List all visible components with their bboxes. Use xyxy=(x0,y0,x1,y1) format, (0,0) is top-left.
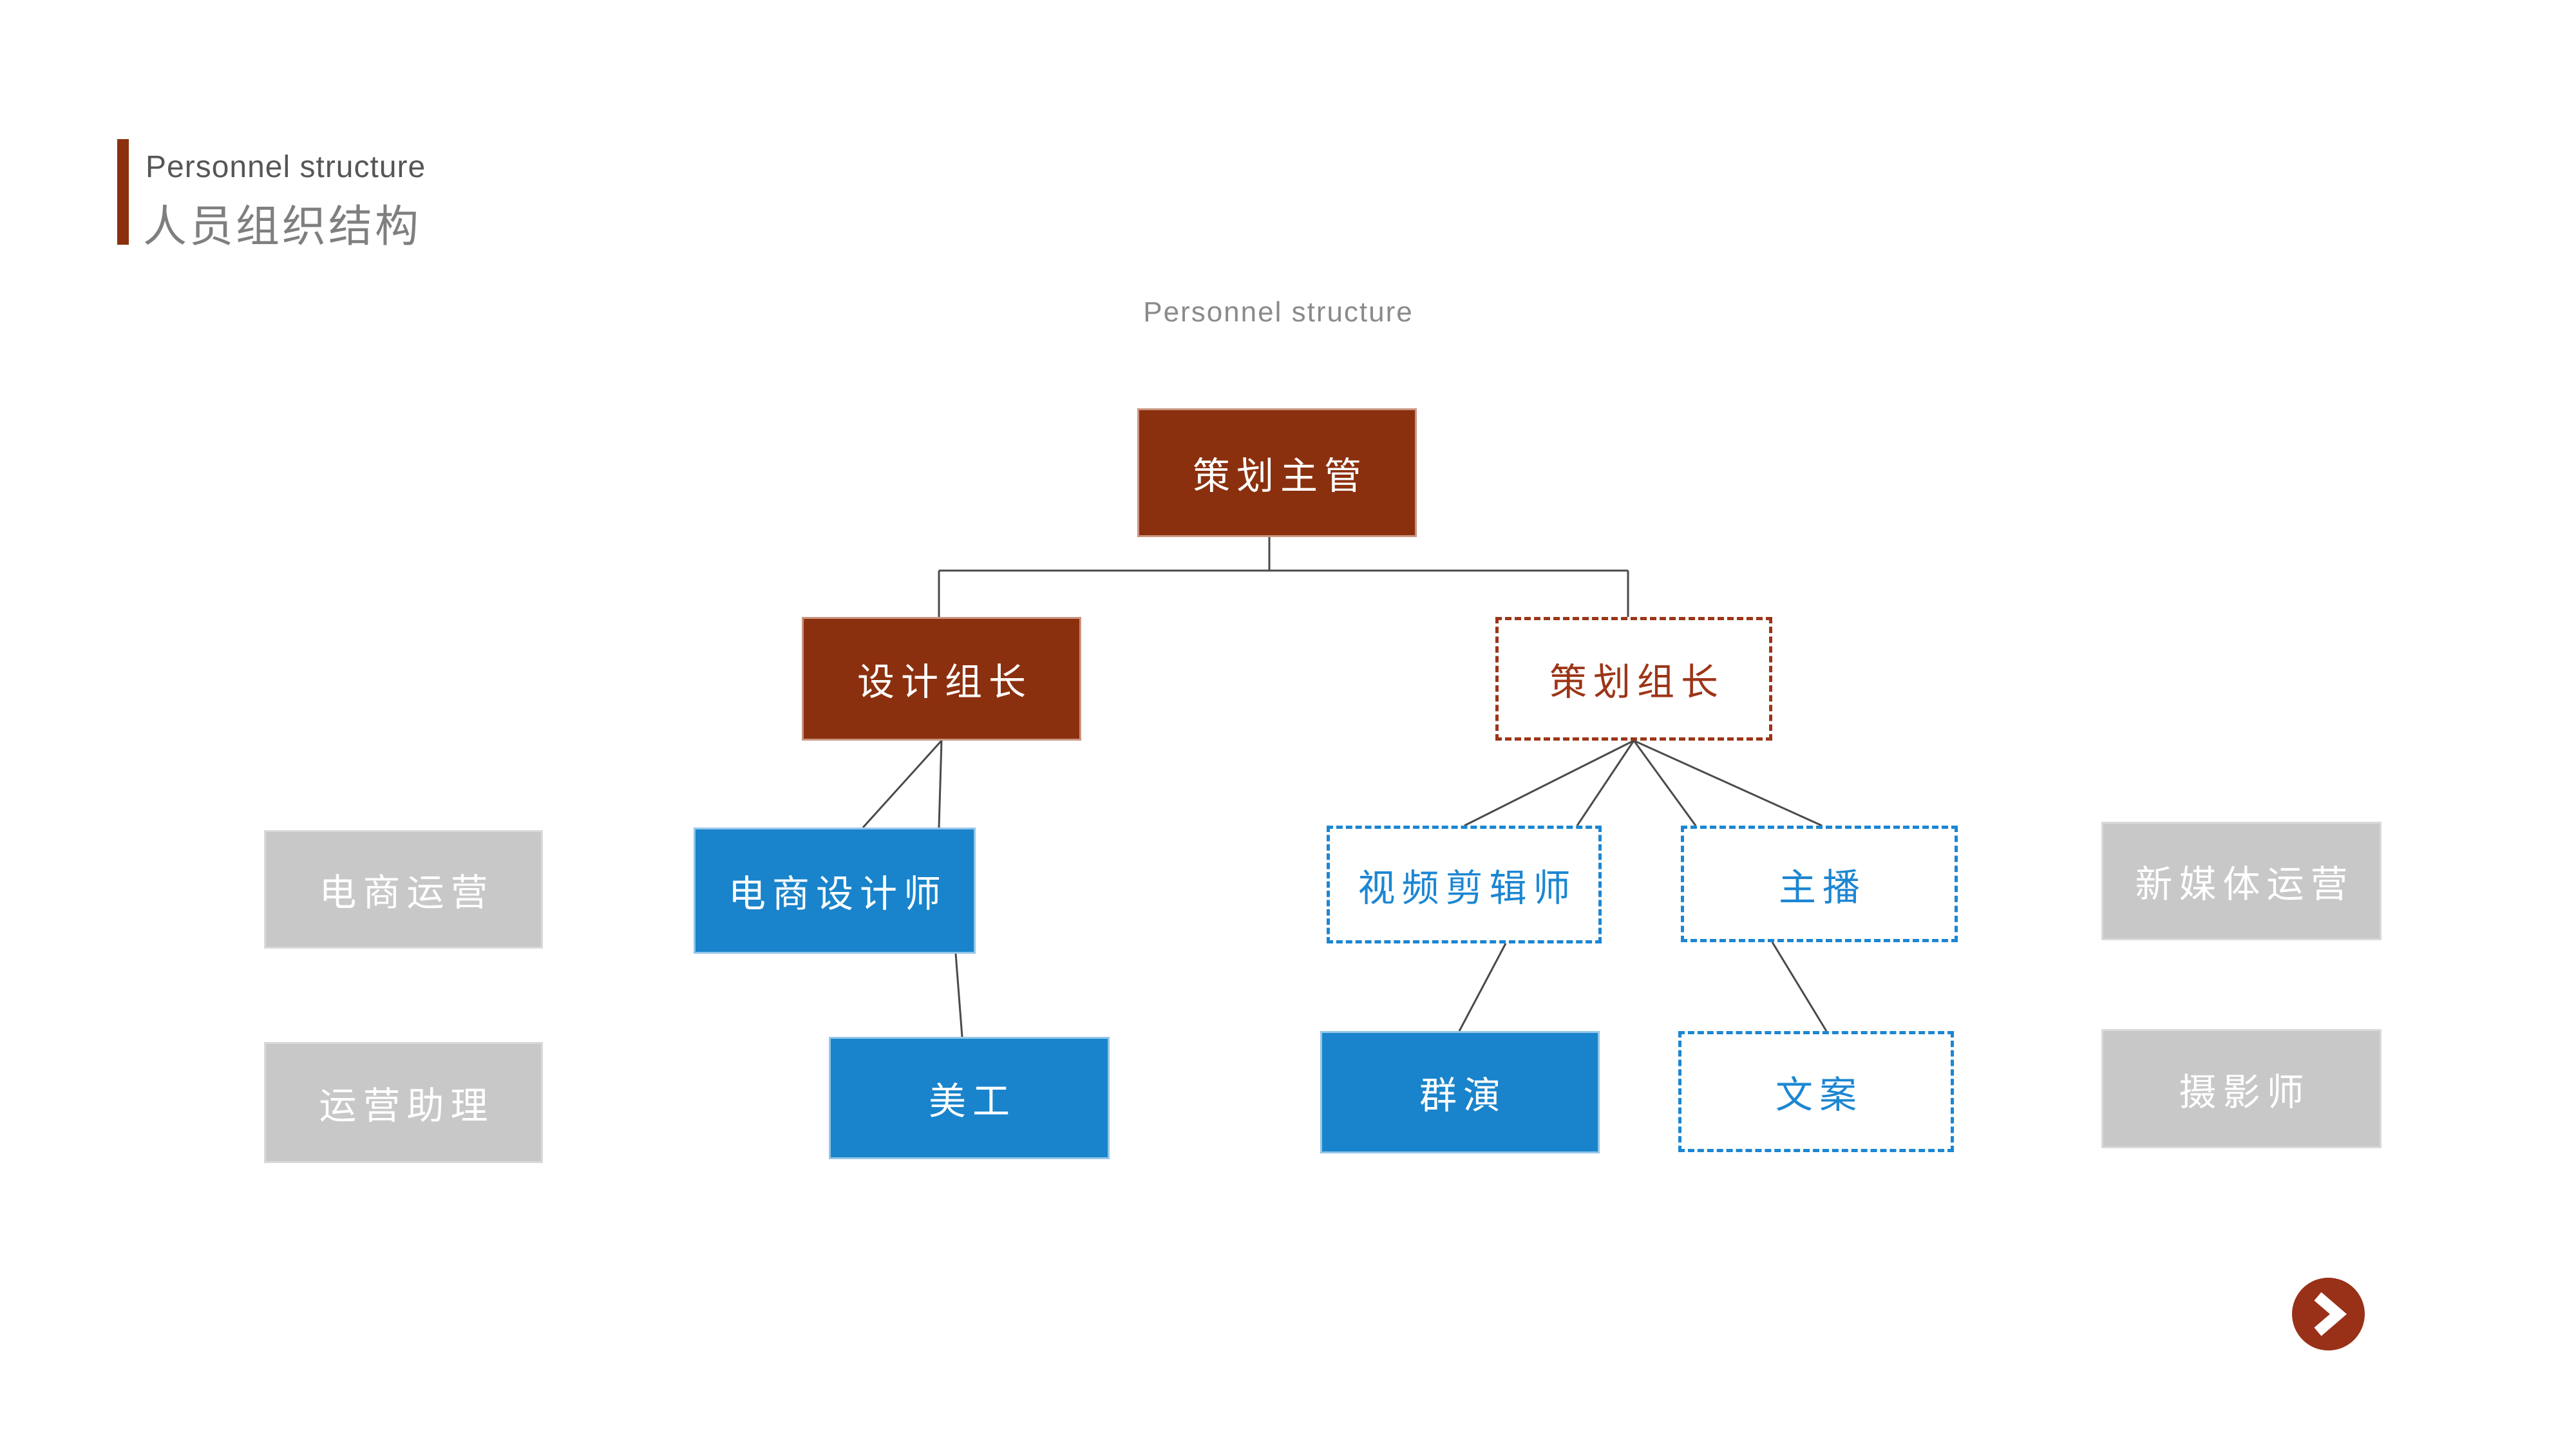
org-node-live-streamer: 主播 xyxy=(1681,826,1958,942)
connector-line xyxy=(938,740,943,828)
diagram-caption: Personnel structure xyxy=(1143,296,1414,328)
org-node-photographer: 摄影师 xyxy=(2101,1029,2382,1148)
slide-title-en: Personnel structure xyxy=(146,150,426,184)
next-button[interactable] xyxy=(2292,1278,2365,1350)
title-accent-bar xyxy=(117,139,129,245)
connector-line xyxy=(1771,942,1828,1032)
connector-line xyxy=(1633,739,1823,827)
connector-line xyxy=(954,953,963,1037)
connector-line xyxy=(1633,740,1697,826)
org-node-background-actors: 群演 xyxy=(1320,1031,1600,1153)
connector-line xyxy=(1576,740,1635,826)
org-node-ecommerce-designer: 电商设计师 xyxy=(694,828,976,954)
org-node-planning-team-leader: 策划组长 xyxy=(1495,617,1772,741)
chevron-right-icon xyxy=(2292,1278,2365,1350)
slide-title-zh: 人员组织结构 xyxy=(143,202,422,251)
org-node-copywriter: 文案 xyxy=(1678,1031,1954,1152)
connector-line xyxy=(1458,943,1507,1032)
org-node-graphic-artist: 美工 xyxy=(829,1037,1110,1159)
connector-line xyxy=(1464,739,1634,827)
org-node-new-media-operations: 新媒体运营 xyxy=(2101,822,2382,940)
org-node-video-editor: 视频剪辑师 xyxy=(1327,826,1602,943)
org-node-ecommerce-operations: 电商运营 xyxy=(264,830,543,949)
connector-line xyxy=(862,739,943,829)
org-node-planning-supervisor: 策划主管 xyxy=(1137,408,1417,537)
org-node-design-team-leader: 设计组长 xyxy=(802,617,1081,741)
org-node-operations-assistant: 运营助理 xyxy=(264,1042,543,1163)
